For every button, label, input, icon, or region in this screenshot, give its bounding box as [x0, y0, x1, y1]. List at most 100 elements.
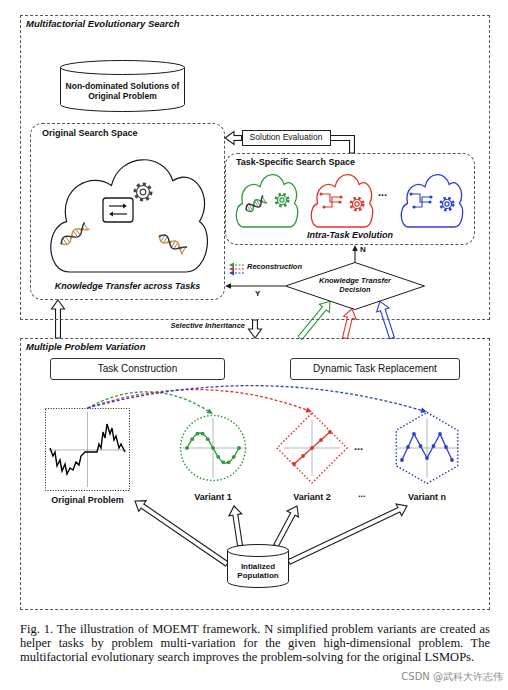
- arrow-shaft-inner: [253, 320, 257, 330]
- connector: [273, 506, 298, 547]
- connector: [288, 504, 407, 565]
- connector: [342, 309, 356, 339]
- connector: [225, 283, 285, 289]
- dashed-arc: [88, 390, 308, 411]
- shape-drawing: [388, 412, 466, 506]
- circuit-node: [338, 200, 341, 203]
- sample-point: [319, 438, 323, 442]
- gear-hub: [355, 202, 359, 206]
- variant-outline: [396, 413, 457, 484]
- database-label: Non-dominated Solutions of Original Prob…: [62, 82, 183, 102]
- arrow-head: [229, 271, 234, 276]
- watermark: CSDN @武科大许志伟: [401, 671, 503, 683]
- dna-icon: [59, 222, 90, 247]
- dna-strand: [157, 233, 187, 255]
- section-frame: Multiple Problem VariationTask Construct…: [20, 338, 490, 610]
- cylinder-top: [228, 545, 289, 557]
- sample-point: [310, 446, 314, 450]
- arrow-head: [249, 329, 262, 338]
- panel-footer: Intra-Task Evolution: [226, 230, 474, 240]
- gear-rim: [278, 196, 287, 205]
- circuit-trace: [414, 197, 431, 207]
- problem-plot: Original Problem: [40, 408, 135, 512]
- sample-point: [444, 445, 448, 449]
- arrow-shaft-inner: [331, 138, 353, 153]
- section-title: Multifactorial Evolutionary Search: [26, 19, 180, 30]
- database-cylinder: Non-dominated Solutions of Original Prob…: [60, 60, 185, 112]
- connector: [298, 301, 330, 340]
- annotation: Reconstruction: [247, 263, 302, 272]
- sample-point: [216, 455, 220, 459]
- dna-icon: [244, 196, 267, 214]
- arrow-shaft: [289, 509, 400, 562]
- icon-arrow-head: [109, 212, 113, 217]
- gear-rim: [137, 186, 150, 199]
- dna-rung: [63, 238, 67, 244]
- connector: [52, 300, 65, 338]
- icon-arrow: [109, 205, 123, 206]
- process-label: Solution Evaluation: [250, 133, 323, 143]
- cloud-outline: [311, 175, 372, 227]
- variant-diamond: Variant 2: [276, 412, 348, 506]
- icon-arrow: [113, 213, 127, 214]
- gear-rim: [353, 200, 362, 209]
- dna-strand: [59, 222, 90, 247]
- sample-point: [237, 446, 241, 450]
- gear-hub: [280, 198, 284, 202]
- arrow-line: [230, 285, 285, 286]
- variant-curve: [294, 432, 330, 464]
- dashed-arrow: [233, 264, 244, 265]
- decision-label: Knowledge Transfer Decision: [310, 277, 400, 294]
- edge-label: N: [360, 245, 366, 254]
- dotted-frame: [46, 409, 130, 491]
- circuit-trace: [411, 194, 430, 202]
- sample-point: [450, 458, 454, 462]
- variant-label: Variant n: [387, 492, 467, 502]
- sample-point: [190, 437, 194, 441]
- circuit-node: [339, 195, 342, 198]
- circuit-node: [412, 205, 415, 208]
- gear-icon: [441, 198, 453, 210]
- panel-heading: Original Search Space: [42, 128, 138, 138]
- arrow-shaft-inner: [235, 514, 240, 546]
- shape-drawing: [276, 412, 348, 506]
- panel-footer: Knowledge Transfer across Tasks: [31, 281, 224, 291]
- dna-strand: [157, 233, 187, 255]
- arrow-head: [229, 267, 234, 272]
- arrow-head: [229, 263, 234, 268]
- dna-rung: [73, 231, 77, 237]
- gear-hub: [140, 189, 146, 195]
- sample-point: [432, 444, 436, 448]
- arrow-head: [206, 408, 213, 414]
- variant-outline: [277, 413, 347, 483]
- sample-point: [206, 437, 210, 441]
- transfer-icon: [103, 198, 133, 222]
- sample-point: [412, 432, 416, 436]
- connector: [88, 392, 214, 414]
- arrow-shaft: [276, 513, 293, 546]
- arrow-shaft: [235, 514, 240, 546]
- sample-point: [211, 446, 215, 450]
- arrow-shaft-inner: [289, 509, 400, 562]
- gear-icon: [276, 194, 288, 206]
- edge-label: Y: [255, 289, 260, 298]
- sample-point: [232, 455, 236, 459]
- diamond-outline: [286, 263, 425, 310]
- process-label: Task Construction: [98, 363, 177, 375]
- arrow-head: [225, 132, 234, 145]
- connector: [249, 320, 262, 338]
- plot-label: Original Problem: [40, 495, 135, 505]
- arrow-shaft-inner: [300, 308, 325, 338]
- ellipsis: ...: [358, 489, 366, 499]
- sample-point: [201, 432, 205, 436]
- sample-point: [222, 460, 226, 464]
- dna-rung: [84, 224, 88, 230]
- axis-line: [427, 418, 428, 478]
- connector: [331, 135, 356, 153]
- cylinder-top: [61, 61, 185, 75]
- variant-curve: [187, 433, 239, 463]
- sample-point: [185, 446, 189, 450]
- variant-hexagon: Variant n: [388, 412, 466, 506]
- circuit-node: [429, 195, 432, 198]
